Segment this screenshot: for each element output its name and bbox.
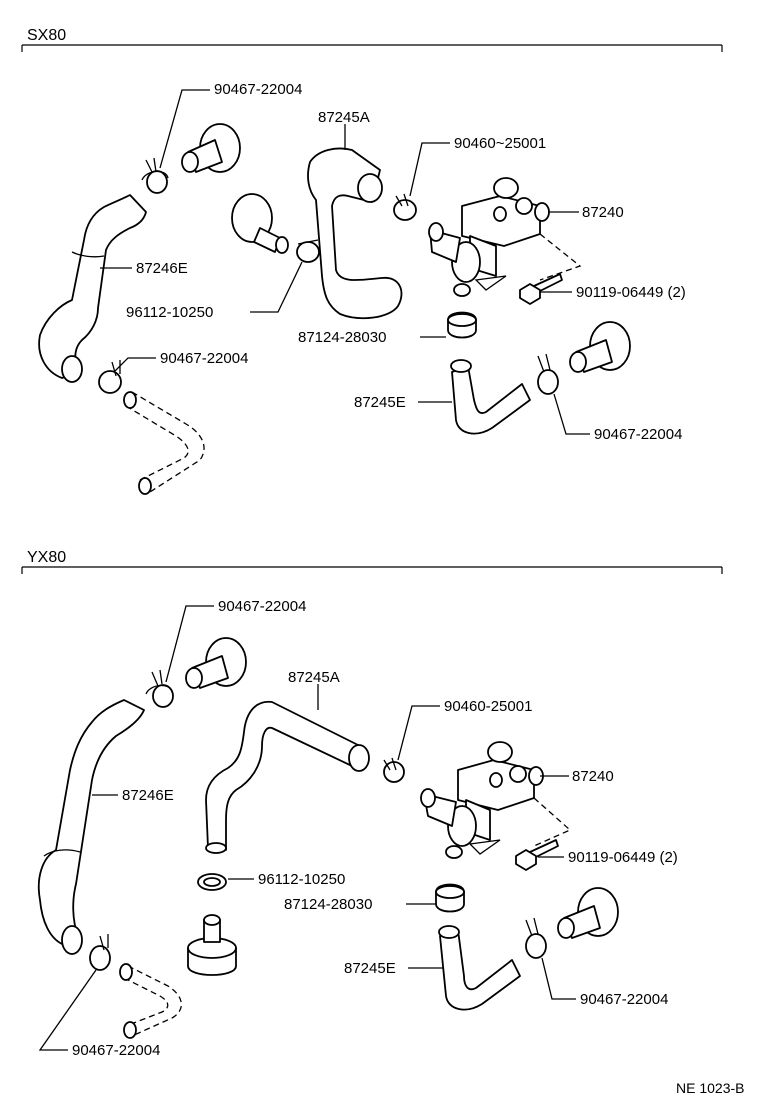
hose-icon [205,700,370,854]
hose-clamp-icon [141,157,169,194]
part-label: 90467-22004 [214,81,302,98]
part-label: 90119-06449 (2) [576,284,686,301]
part-label: 90467-22004 [72,1042,160,1059]
part-label: 87245A [318,109,370,126]
hose-icon [307,147,403,320]
part-label: 90119-06449 (2) [568,849,678,866]
hose-clamp-icon [89,934,111,971]
part-label: 87246E [136,260,188,277]
nozzle-fitting-icon [185,637,247,689]
hose-clamp-icon [145,669,174,708]
part-label: 90467-22004 [218,598,306,615]
section-yx80: YX80 [21,549,723,1059]
hose-clamp-icon [393,193,417,221]
part-label: 87245E [344,960,396,977]
hose-clamp-icon [197,873,227,891]
part-label: 90460-25001 [444,698,532,715]
part-label: 90467-22004 [580,991,668,1008]
part-label: 87245A [288,669,340,686]
nozzle-fitting-icon [231,193,289,254]
vacuum-valve-icon [420,741,572,859]
part-label: 90467-22004 [594,426,682,443]
hose-icon [123,391,205,495]
section-sx80: SX80 [21,27,723,495]
part-label: 96112-10250 [258,871,345,888]
hose-clamp-icon [525,917,547,959]
section-title-yx80: YX80 [27,549,66,566]
part-label: 87240 [572,768,614,785]
hose-joint-icon [447,311,477,339]
hose-joint-icon [435,883,465,913]
nozzle-fitting-icon [569,321,631,373]
hose-clamp-icon [296,239,320,263]
part-label: 90467-22004 [160,350,248,367]
hose-clamp-icon [383,757,405,783]
diagram-code: NE 1023-B [676,1080,744,1096]
hose-icon [119,963,182,1039]
part-label: 87124-28030 [298,329,386,346]
hose-clamp-icon [98,360,122,394]
bolt-icon [515,839,559,871]
part-label: 87124-28030 [284,896,372,913]
part-label: 87246E [122,787,174,804]
nozzle-fitting-icon [187,914,237,976]
hose-icon [37,699,145,955]
section-title-sx80: SX80 [27,27,66,44]
hose-icon [438,925,521,1011]
part-label: 87240 [582,204,624,221]
nozzle-fitting-icon [557,887,619,939]
hose-icon [38,194,147,383]
bolt-icon [519,273,563,305]
hose-icon [450,359,531,435]
part-label: 87245E [354,394,406,411]
part-label: 96112-10250 [126,304,213,321]
nozzle-fitting-icon [181,123,241,173]
part-label: 90460~25001 [454,135,546,152]
hose-clamp-icon [537,353,559,395]
